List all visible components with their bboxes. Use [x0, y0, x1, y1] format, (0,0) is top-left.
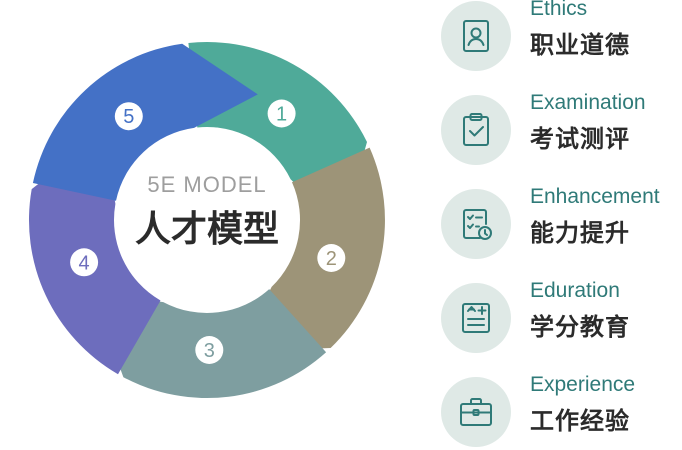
five-e-cycle-diagram: 1 2 3 4 5: [28, 42, 385, 399]
segment-number-badge: [70, 248, 99, 277]
segment-number-label: 4: [79, 252, 90, 274]
item-zh-label: 工作经验: [530, 407, 630, 435]
center-title: 人才模型: [134, 209, 279, 250]
segment-number-badge: [317, 244, 346, 272]
segment-number-badge: [267, 99, 296, 128]
segment-number-label: 1: [276, 104, 287, 126]
segment-arrow-5: [32, 43, 258, 201]
item-en-label: Enhancement: [530, 185, 660, 208]
segment-number-label: 3: [204, 340, 215, 362]
item-en-label: Eduration: [530, 279, 620, 302]
document-plus-icon: [441, 283, 511, 353]
segment-number-badge: [195, 336, 224, 364]
item-zh-label: 考试测评: [530, 125, 630, 153]
clipboard-check-icon: [441, 95, 511, 165]
segment-number-badge: [114, 102, 143, 131]
item-eduration: Eduration 学分教育: [441, 279, 682, 353]
item-en-label: Examination: [530, 91, 646, 114]
briefcase-icon: [441, 377, 511, 447]
item-zh-label: 能力提升: [530, 219, 630, 247]
item-experience: Experience 工作经验: [441, 373, 682, 447]
item-examination: Examination 考试测评: [441, 91, 682, 165]
cycle-segment-5: 5: [32, 43, 258, 201]
item-zh-label: 职业道德: [530, 31, 630, 59]
item-ethics: Ethics 职业道德: [441, 0, 682, 71]
id-badge-icon: [441, 1, 511, 71]
checklist-clock-icon: [441, 189, 511, 259]
item-enhancement: Enhancement 能力提升: [441, 185, 682, 259]
item-zh-label: 学分教育: [530, 313, 630, 341]
center-subtitle: 5E MODEL: [147, 172, 267, 197]
segment-number-label: 2: [326, 248, 337, 270]
item-en-label: Experience: [530, 373, 636, 396]
cycle-segment-4: 4: [28, 132, 161, 375]
item-en-label: Ethics: [530, 0, 588, 20]
segment-number-label: 5: [123, 106, 134, 128]
